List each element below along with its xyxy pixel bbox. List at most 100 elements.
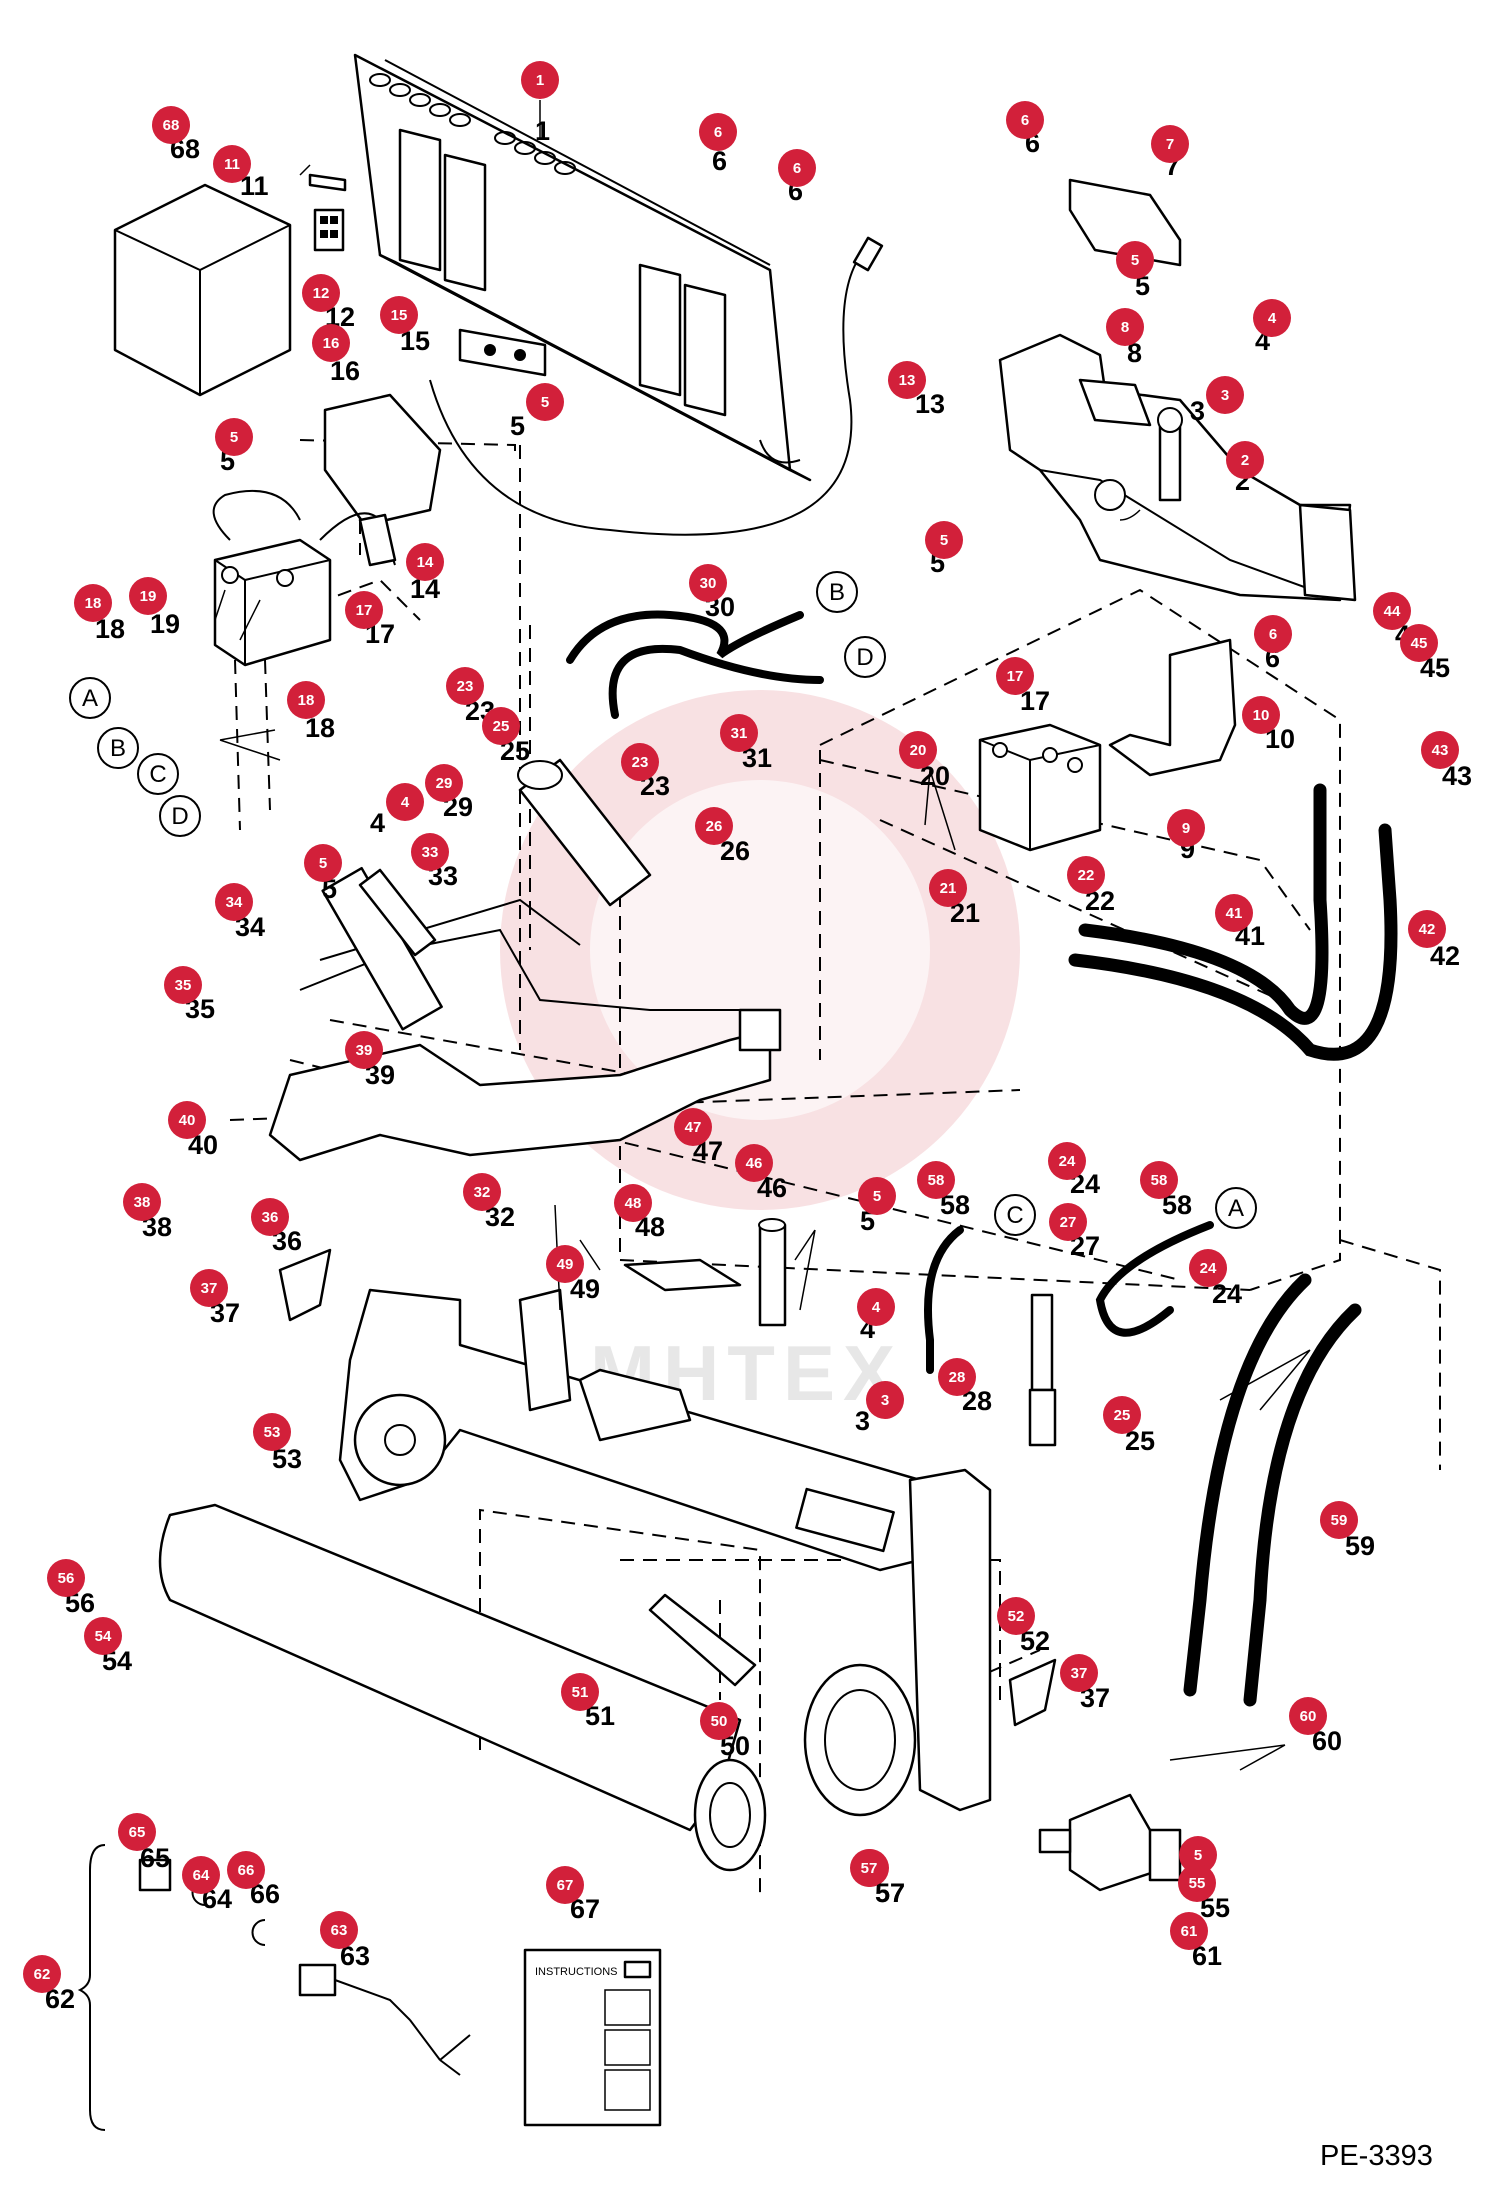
callout-badge bbox=[1242, 696, 1280, 734]
callout-badge bbox=[621, 743, 659, 781]
callout-badge-number: 26 bbox=[706, 818, 723, 835]
callout-badge bbox=[850, 1849, 888, 1887]
callout-badge bbox=[925, 521, 963, 559]
callout-badge bbox=[380, 296, 418, 334]
callout-badge-number: 36 bbox=[262, 1209, 279, 1226]
quick-attach-head bbox=[998, 333, 1357, 602]
callout-badge-number: 48 bbox=[625, 1195, 642, 1212]
callout-badge bbox=[700, 1702, 738, 1740]
callout-badge bbox=[938, 1358, 976, 1396]
callout-badge-number: 12 bbox=[313, 285, 330, 302]
callout-badge bbox=[164, 966, 202, 1004]
end-plate bbox=[803, 1468, 992, 1817]
callout-badge bbox=[1189, 1249, 1227, 1287]
callout-badge bbox=[1408, 910, 1446, 948]
callout-c5c: 55 bbox=[925, 521, 963, 578]
callout-badge bbox=[227, 1851, 265, 1889]
callout-badge-number: 18 bbox=[298, 692, 315, 709]
callout-badge bbox=[1215, 894, 1253, 932]
callout-badge bbox=[614, 1184, 652, 1222]
callout-badge bbox=[1067, 856, 1105, 894]
callout-badge bbox=[735, 1144, 773, 1182]
callout-badge bbox=[521, 61, 559, 99]
figure-code: PE-3393 bbox=[1320, 2140, 1433, 2172]
callout-badge bbox=[320, 1911, 358, 1949]
callout-c5f: 55 bbox=[858, 1177, 896, 1236]
callout-badge bbox=[302, 274, 340, 312]
callout-badge-number: 65 bbox=[129, 1824, 146, 1841]
callout-badge-number: 43 bbox=[1432, 742, 1449, 759]
part-number-label: 5 bbox=[510, 411, 525, 441]
callout-badge-number: 6 bbox=[793, 160, 801, 177]
callout-badge bbox=[190, 1269, 228, 1307]
callout-badge-number: 5 bbox=[940, 532, 948, 549]
callout-badge-number: 58 bbox=[928, 1172, 945, 1189]
callout-badge-number: 42 bbox=[1419, 921, 1436, 938]
callout-c5e: 55 bbox=[304, 844, 342, 904]
callout-badge bbox=[312, 324, 350, 362]
part-number-label: 8 bbox=[1127, 338, 1142, 368]
callout-badge bbox=[674, 1108, 712, 1146]
callout-badge-number: 35 bbox=[175, 977, 192, 994]
callout-badge-number: 37 bbox=[1071, 1665, 1088, 1682]
connector-d2: D bbox=[844, 636, 886, 678]
callout-c6b: 66 bbox=[778, 149, 816, 206]
bracket-10 bbox=[1108, 638, 1237, 777]
callout-badge-number: 24 bbox=[1059, 1153, 1076, 1170]
callout-badge-number: 18 bbox=[85, 595, 102, 612]
callout-badge bbox=[1179, 1836, 1217, 1874]
callout-badge-number: 5 bbox=[1194, 1847, 1202, 1864]
callout-badge-number: 11 bbox=[224, 156, 240, 173]
callout-badge-number: 57 bbox=[861, 1860, 878, 1877]
callout-c6c: 66 bbox=[1006, 101, 1044, 158]
callout-badge bbox=[929, 869, 967, 907]
callout-badge-number: 28 bbox=[949, 1369, 966, 1386]
callout-badge-number: 56 bbox=[58, 1570, 75, 1587]
callout-c4b: 44 bbox=[370, 783, 424, 838]
callout-badge bbox=[425, 764, 463, 802]
callout-badge-number: 23 bbox=[457, 678, 474, 695]
part-number-label: 19 bbox=[150, 609, 180, 639]
callout-badge-number: 33 bbox=[422, 844, 439, 861]
callout-badge-number: 30 bbox=[700, 575, 717, 592]
callout-badge bbox=[47, 1559, 85, 1597]
callout-badge bbox=[345, 591, 383, 629]
callout-badge bbox=[1103, 1396, 1141, 1434]
pin-46 bbox=[758, 1218, 787, 1327]
callout-c4c: 44 bbox=[857, 1288, 895, 1344]
callout-layer: 1122333344444455555555555555666666667788… bbox=[23, 61, 1472, 2014]
callout-badge bbox=[129, 577, 167, 615]
decal-11 bbox=[308, 173, 347, 192]
connector-a1: A bbox=[69, 677, 111, 719]
callout-badge-number: 68 bbox=[163, 117, 180, 134]
callout-badge-number: 52 bbox=[1008, 1608, 1025, 1625]
callout-badge-number: 20 bbox=[910, 742, 927, 759]
callout-badge bbox=[345, 1031, 383, 1069]
callout-badge bbox=[699, 113, 737, 151]
callout-badge-number: 66 bbox=[238, 1862, 255, 1879]
callout-badge-number: 25 bbox=[493, 718, 510, 735]
callout-badge bbox=[1320, 1501, 1358, 1539]
callout-badge-number: 5 bbox=[319, 855, 327, 872]
mounting-frame bbox=[353, 53, 812, 482]
callout-badge bbox=[168, 1101, 206, 1139]
part-number-label: 1 bbox=[535, 116, 550, 146]
rotor-housing bbox=[338, 1288, 962, 1572]
